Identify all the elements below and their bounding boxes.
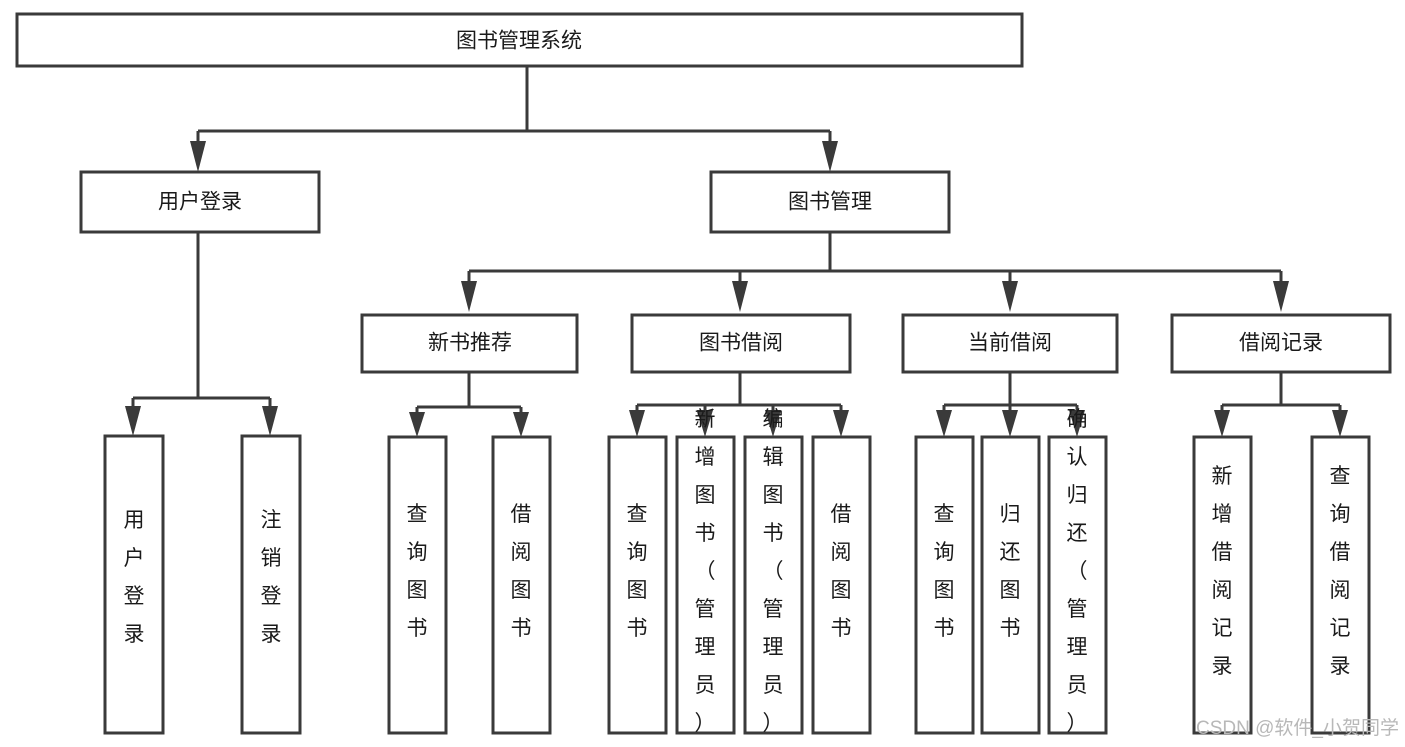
node-new-book-recommend-label: 新书推荐	[428, 332, 512, 355]
node-leaf-add-book-box	[675, 435, 736, 735]
node-leaf-add-record-box	[1192, 435, 1253, 735]
node-leaf-query-book-1[interactable]: 查询图书	[387, 435, 448, 735]
node-root-label: 图书管理系统	[456, 30, 582, 53]
node-borrow-record[interactable]: 借阅记录	[1170, 313, 1392, 374]
arrowhead-leaf-borrow-book-2	[833, 410, 849, 437]
arrowhead-leaf-edit-book	[765, 410, 781, 437]
node-user-login-box	[79, 170, 321, 234]
arrowhead-current-borrow	[1002, 281, 1018, 312]
node-current-borrow-box	[901, 313, 1119, 374]
node-leaf-return-book-label: 归还图书	[1000, 503, 1021, 640]
node-book-borrow[interactable]: 图书借阅	[630, 313, 852, 374]
node-book-management[interactable]: 图书管理	[709, 170, 951, 234]
arrowhead-leaf-user-login	[125, 406, 141, 436]
node-leaf-borrow-book-2-box	[811, 435, 872, 735]
node-leaf-edit-book-box	[743, 435, 804, 735]
node-leaf-add-book-label: 新增图书（管理员）	[695, 408, 716, 735]
node-leaf-query-book-2-label: 查询图书	[627, 503, 648, 640]
node-leaf-query-book-2[interactable]: 查询图书	[607, 435, 668, 735]
arrowhead-leaf-add-book	[697, 410, 713, 437]
node-book-borrow-box	[630, 313, 852, 374]
node-leaf-borrow-book-1-box	[491, 435, 552, 735]
arrowhead-book-borrow	[732, 281, 748, 312]
node-root-box	[15, 12, 1024, 68]
node-book-borrow-label: 图书借阅	[699, 332, 783, 355]
node-book-management-box	[709, 170, 951, 234]
node-leaf-add-record[interactable]: 新增借阅记录	[1192, 435, 1253, 735]
arrowhead-leaf-confirm-return	[1069, 410, 1085, 437]
node-new-book-recommend[interactable]: 新书推荐	[360, 313, 579, 374]
node-leaf-confirm-return[interactable]: 确认归还（管理员）	[1047, 408, 1108, 735]
node-leaf-edit-book[interactable]: 编辑图书（管理员）	[743, 408, 804, 735]
arrowhead-new-book-recommend	[461, 281, 477, 312]
node-leaf-query-book-3-label: 查询图书	[934, 503, 955, 640]
node-leaf-query-book-1-label: 查询图书	[407, 503, 428, 640]
arrowhead-leaf-query-book-3	[936, 410, 952, 437]
node-leaf-user-login[interactable]: 用户登录	[103, 434, 165, 735]
node-leaf-query-book-3[interactable]: 查询图书	[914, 435, 975, 735]
node-new-book-recommend-box	[360, 313, 579, 374]
arrowhead-leaf-borrow-book-1	[513, 412, 529, 437]
node-leaf-confirm-return-box	[1047, 435, 1108, 735]
node-leaf-user-logout[interactable]: 注销登录	[240, 434, 302, 735]
node-leaf-query-book-1-box	[387, 435, 448, 735]
node-leaf-borrow-book-2-label: 借阅图书	[831, 503, 852, 640]
node-leaf-borrow-book-1[interactable]: 借阅图书	[491, 435, 552, 735]
connector-layer	[125, 66, 1348, 437]
node-leaf-edit-book-label: 编辑图书（管理员）	[763, 408, 784, 735]
arrowhead-book-management	[822, 141, 838, 172]
arrowhead-leaf-add-record	[1214, 410, 1230, 437]
arrowhead-leaf-query-book-1	[409, 412, 425, 437]
node-leaf-user-logout-box	[240, 434, 302, 735]
node-user-login-label: 用户登录	[158, 191, 242, 214]
node-current-borrow[interactable]: 当前借阅	[901, 313, 1119, 374]
node-leaf-return-book[interactable]: 归还图书	[980, 435, 1041, 735]
node-leaf-query-book-3-box	[914, 435, 975, 735]
node-leaf-query-book-2-box	[607, 435, 668, 735]
node-leaf-user-login-label: 用户登录	[124, 509, 145, 646]
node-leaf-query-record[interactable]: 查询借阅记录	[1310, 435, 1371, 735]
node-leaf-borrow-book-2[interactable]: 借阅图书	[811, 435, 872, 735]
arrowhead-leaf-user-logout	[262, 406, 278, 436]
node-leaf-user-login-box	[103, 434, 165, 735]
node-root[interactable]: 图书管理系统	[15, 12, 1024, 68]
node-borrow-record-label: 借阅记录	[1239, 332, 1323, 355]
arrowhead-leaf-query-book-2	[629, 410, 645, 437]
node-leaf-borrow-book-1-label: 借阅图书	[511, 503, 532, 640]
arrowhead-user-login	[190, 141, 206, 172]
node-leaf-return-book-box	[980, 435, 1041, 735]
arrowhead-borrow-record	[1273, 281, 1289, 312]
node-leaf-query-record-label: 查询借阅记录	[1330, 465, 1351, 678]
node-borrow-record-box	[1170, 313, 1392, 374]
node-leaf-add-record-label: 新增借阅记录	[1212, 465, 1233, 678]
arrowhead-leaf-query-record	[1332, 410, 1348, 437]
node-user-login[interactable]: 用户登录	[79, 170, 321, 234]
node-leaf-add-book[interactable]: 新增图书（管理员）	[675, 408, 736, 735]
arrowhead-leaf-return-book	[1002, 410, 1018, 437]
node-current-borrow-label: 当前借阅	[968, 332, 1052, 355]
watermark-label: CSDN @软件_小贺同学	[1196, 717, 1399, 739]
node-leaf-user-logout-label: 注销登录	[261, 509, 282, 646]
node-book-management-label: 图书管理	[788, 191, 872, 214]
node-leaf-confirm-return-label: 确认归还（管理员）	[1067, 408, 1088, 735]
node-leaf-query-record-box	[1310, 435, 1371, 735]
